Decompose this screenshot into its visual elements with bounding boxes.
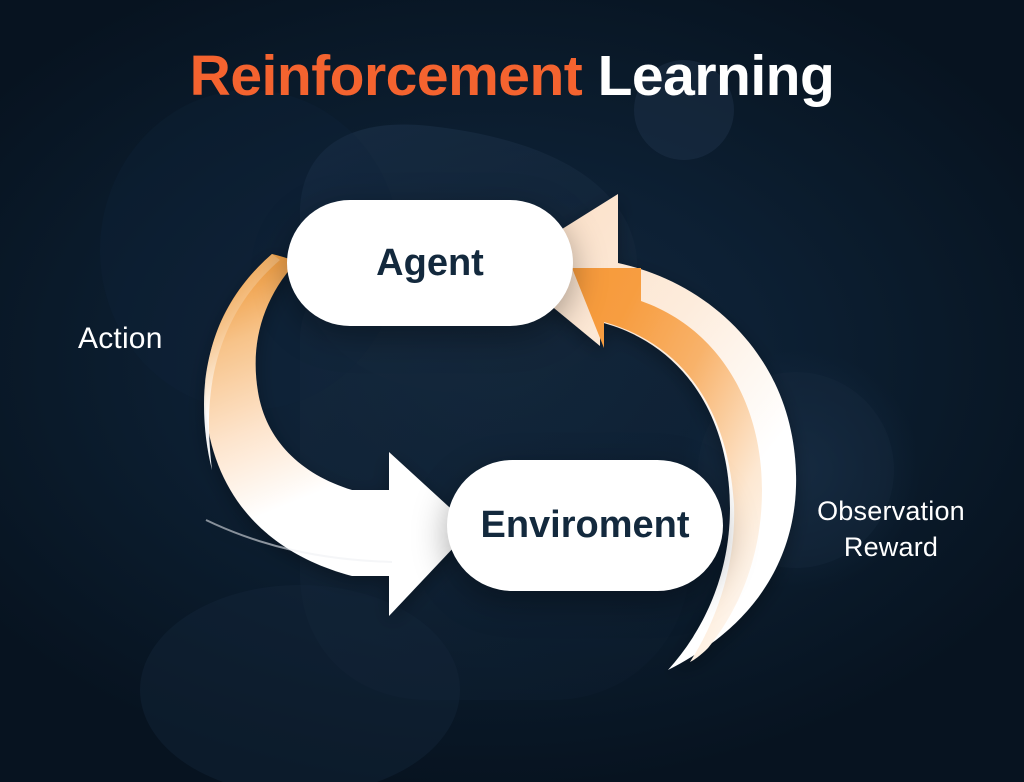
edge-label-action: Action	[78, 322, 163, 356]
edge-label-reward-text: Reward	[843, 531, 939, 562]
node-agent-label: Agent	[376, 241, 484, 284]
arrow-action-rim	[204, 254, 280, 470]
edge-label-observation-text: Observation	[817, 496, 965, 526]
page-title: Reinforcement Learning	[0, 44, 1024, 110]
edge-label-action-text: Action	[78, 322, 163, 355]
node-agent[interactable]: Agent	[287, 200, 573, 326]
node-environment[interactable]: Enviroment	[447, 460, 723, 591]
edge-label-observation-reward: Observation Reward	[796, 494, 986, 565]
title-word-plain: Learning	[597, 44, 835, 108]
node-environment-label: Enviroment	[480, 504, 690, 546]
title-word-accent: Reinforcement	[189, 44, 583, 108]
